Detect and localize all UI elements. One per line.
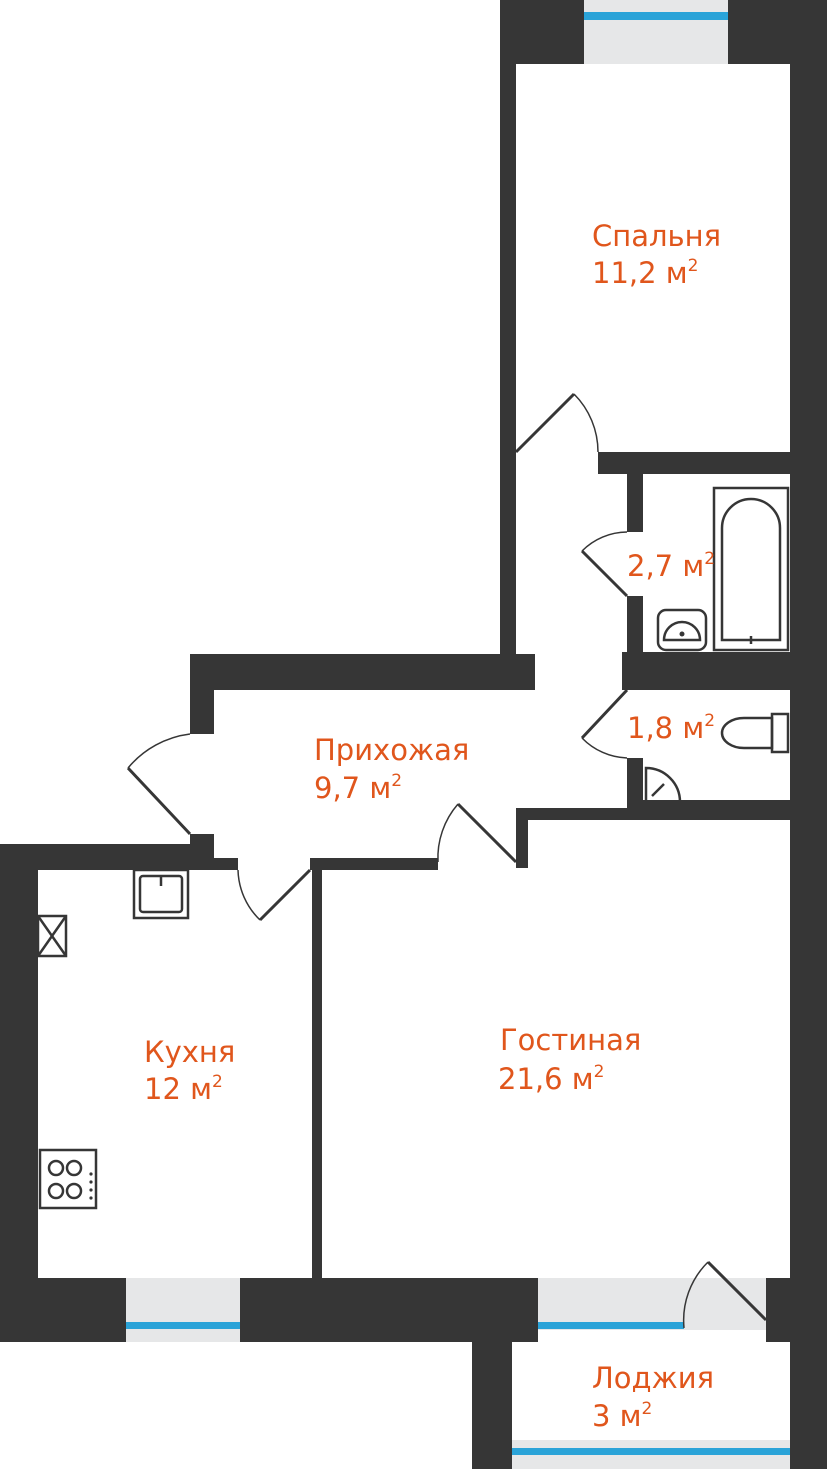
window-icon — [512, 1440, 790, 1469]
bathtub-icon — [712, 486, 790, 652]
stove-icon — [38, 1148, 98, 1210]
wall-living-top-right — [516, 808, 790, 820]
room-area: 9,7 м2 — [314, 771, 402, 805]
shower-drain-icon — [644, 766, 682, 804]
room-name: Кухня — [144, 1035, 235, 1069]
room-label-bedroom: Спальня 11,2 м2 — [592, 219, 721, 290]
door-icon — [437, 802, 518, 864]
wall-hall-left-top — [190, 654, 214, 734]
wall-hall-top — [190, 654, 535, 690]
toilet-icon — [720, 712, 790, 754]
room-area: 2,7 м2 — [627, 549, 715, 583]
room-label-loggia: Лоджия 3 м2 — [592, 1361, 714, 1433]
window-icon — [584, 0, 728, 64]
wall-kitchen-living — [312, 858, 322, 1280]
room-area: 11,2 м2 — [592, 256, 699, 290]
room-label-hall: Прихожая 9,7 м2 — [314, 733, 469, 805]
door-icon — [682, 1260, 768, 1329]
wall-bath-left-bottom — [627, 596, 643, 656]
wall-bottom-right — [766, 1278, 827, 1342]
room-area: 3 м2 — [592, 1399, 652, 1433]
wall-toilet-left — [627, 758, 643, 810]
room-name: Спальня — [592, 219, 721, 253]
door-icon — [580, 688, 629, 759]
wall-bath-left-top — [627, 452, 643, 532]
wall-kitchen-top-right — [190, 858, 238, 870]
wall-bottom-left — [0, 1278, 126, 1342]
wall-living-stub — [516, 808, 528, 868]
washbasin-icon — [656, 608, 708, 652]
room-label-living: Гостиная 21,6 м2 — [498, 1023, 641, 1096]
wall-bedroom-bottom — [598, 452, 790, 474]
room-name: Прихожая — [314, 733, 469, 767]
window-icon — [538, 1278, 766, 1330]
door-icon — [580, 531, 629, 598]
room-area: 21,6 м2 — [498, 1062, 605, 1096]
door-icon — [237, 868, 312, 922]
window-icon — [126, 1278, 240, 1342]
wall-kitchen-left — [0, 844, 38, 1342]
room-area: 1,8 м2 — [627, 711, 715, 745]
room-label-bathroom: 2,7 м2 — [627, 549, 715, 583]
wall-bath-toilet — [622, 652, 790, 690]
room-name: Лоджия — [592, 1361, 714, 1395]
wall-hall-bottom — [310, 858, 438, 870]
room-name: Гостиная — [500, 1023, 641, 1057]
wall-bedroom-left — [500, 0, 516, 452]
door-icon — [514, 392, 599, 454]
wall-corridor-left — [500, 452, 516, 654]
room-label-toilet: 1,8 м2 — [627, 711, 715, 745]
ventilation-icon — [36, 914, 68, 958]
door-icon — [126, 733, 192, 836]
wall-loggia-left — [472, 1278, 512, 1469]
wall-right-outer — [790, 0, 827, 1469]
kitchen-sink-icon — [132, 868, 190, 920]
wall-top-left — [500, 0, 584, 64]
room-area: 12 м2 — [144, 1072, 223, 1106]
room-label-kitchen: Кухня 12 м2 — [144, 1035, 235, 1106]
wall-top-right — [728, 0, 827, 64]
